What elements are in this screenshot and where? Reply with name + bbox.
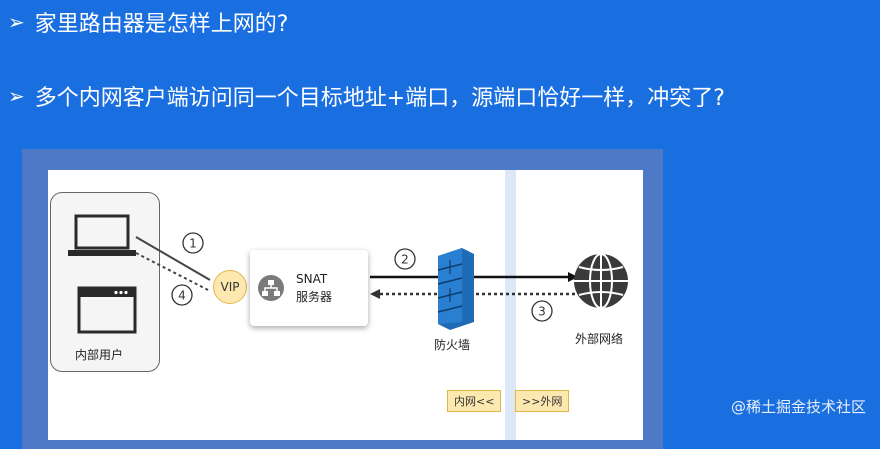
bullet-port-conflict: ➢ 多个内网客户端访问同一个目标地址+端口，源端口恰好一样，冲突了? [8,80,725,112]
browser-window-icon [77,286,137,334]
step-2-number: 2 [401,253,409,267]
step-4-number: 4 [178,289,186,303]
flow-4-line [135,252,211,292]
network-divider [505,170,516,440]
external-network-label: 外部网络 [575,332,624,346]
flow-1-line [135,236,211,281]
step-3-number: 3 [538,305,546,319]
flow-3-arrowhead [370,289,380,299]
laptop-icon [68,214,136,256]
internal-users-group [50,192,160,372]
inner-network-tag: 内网<< [447,390,502,412]
network-hierarchy-icon [258,275,284,301]
watermark-text: @稀土掘金技术社区 [730,398,866,416]
bullet-text: 家里路由器是怎样上网的? [34,12,289,37]
step-4-badge: 4 [171,284,193,306]
globe-icon [574,253,628,309]
step-1-badge: 1 [182,232,204,254]
outer-network-tag: >>外网 [515,390,570,412]
arrow-bullet-icon: ➢ [8,84,25,108]
step-1-number: 1 [189,237,197,251]
server-label: 服务器 [296,290,333,304]
snat-server-node: SNAT 服务器 [250,250,368,326]
firewall-icon [437,248,474,330]
bullet-router: ➢ 家里路由器是怎样上网的? [8,6,288,38]
snat-label: SNAT [296,272,328,286]
step-2-badge: 2 [394,248,416,270]
step-3-badge: 3 [531,300,553,322]
arrow-bullet-icon: ➢ [8,10,25,34]
bullet-text: 多个内网客户端访问同一个目标地址+端口，源端口恰好一样，冲突了? [34,86,725,111]
internal-users-label: 内部用户 [75,348,124,362]
firewall-label: 防火墙 [434,338,471,352]
vip-node: VIP [213,270,247,304]
diagram-svg: 1 4 2 3 [68,214,628,334]
flow-2-arrowhead [568,272,578,282]
